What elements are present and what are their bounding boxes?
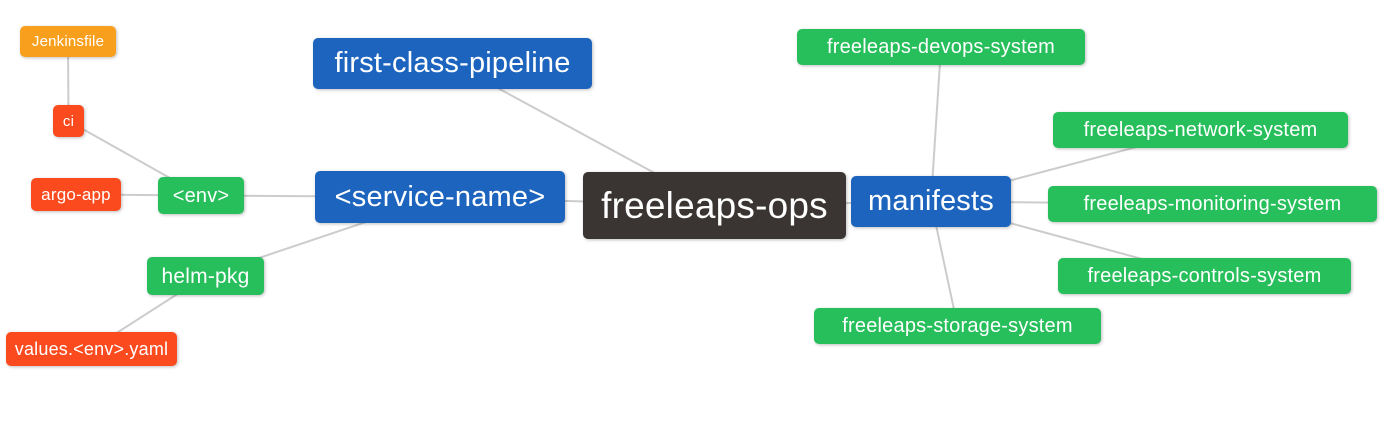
node-freeleaps-ops[interactable]: freeleaps-ops (583, 172, 846, 239)
node-service-name[interactable]: <service-name> (315, 171, 565, 223)
node-jenkinsfile[interactable]: Jenkinsfile (20, 26, 116, 57)
node-manifests[interactable]: manifests (851, 176, 1011, 227)
node-freeleaps-storage-system[interactable]: freeleaps-storage-system (814, 308, 1101, 344)
node-argo-app[interactable]: argo-app (31, 178, 121, 211)
node-ci[interactable]: ci (53, 105, 84, 137)
node-freeleaps-devops-system[interactable]: freeleaps-devops-system (797, 29, 1085, 65)
node-env[interactable]: <env> (158, 177, 244, 214)
node-freeleaps-controls-system[interactable]: freeleaps-controls-system (1058, 258, 1351, 294)
node-first-class-pipeline[interactable]: first-class-pipeline (313, 38, 592, 89)
node-freeleaps-monitoring-system[interactable]: freeleaps-monitoring-system (1048, 186, 1377, 222)
edge-manifests--freeleaps-devops-system (930, 46, 942, 202)
node-values-env-yaml[interactable]: values.<env>.yaml (6, 332, 177, 366)
node-helm-pkg[interactable]: helm-pkg (147, 257, 264, 295)
node-freeleaps-network-system[interactable]: freeleaps-network-system (1053, 112, 1348, 148)
